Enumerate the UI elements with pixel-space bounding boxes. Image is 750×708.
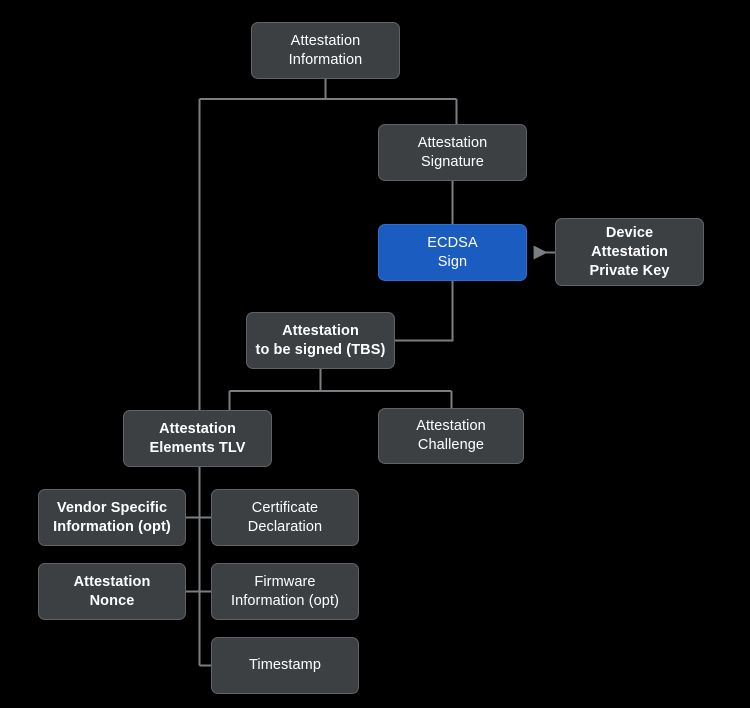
connector-ecdsa-to-tbs [395, 281, 454, 342]
node-attestation-to-be-signed-tbs[interactable]: Attestation to be signed (TBS) [246, 312, 395, 369]
node-attestation-signature[interactable]: Attestation Signature [378, 124, 527, 181]
node-label-attestation-to-be-signed-tbs: Attestation to be signed (TBS) [255, 322, 386, 358]
node-label-firmware-information: Firmware Information (opt) [230, 573, 340, 609]
node-label-attestation-signature: Attestation Signature [417, 134, 488, 170]
node-label-certificate-declaration: Certificate Declaration [247, 499, 323, 535]
node-attestation-nonce[interactable]: Attestation Nonce [38, 563, 186, 620]
node-label-timestamp: Timestamp [248, 657, 322, 673]
node-label-attestation-information: Attestation Information [288, 32, 363, 68]
node-label-device-attestation-private-key: Device Attestation Private Key [589, 224, 670, 279]
node-timestamp[interactable]: Timestamp [211, 637, 359, 694]
node-attestation-information[interactable]: Attestation Information [251, 22, 400, 79]
node-firmware-information[interactable]: Firmware Information (opt) [211, 563, 359, 620]
node-label-ecdsa-sign: ECDSA Sign [427, 234, 478, 270]
node-device-attestation-private-key[interactable]: Device Attestation Private Key [555, 218, 704, 286]
node-attestation-elements-tlv[interactable]: Attestation Elements TLV [123, 410, 272, 467]
node-vendor-specific-information[interactable]: Vendor Specific Information (opt) [38, 489, 186, 546]
node-label-vendor-specific-information: Vendor Specific Information (opt) [53, 499, 171, 535]
node-label-attestation-challenge: Attestation Challenge [416, 418, 486, 453]
node-label-attestation-elements-tlv: Attestation Elements TLV [149, 420, 246, 456]
node-attestation-challenge[interactable]: Attestation Challenge [378, 408, 524, 464]
node-certificate-declaration[interactable]: Certificate Declaration [211, 489, 359, 546]
node-ecdsa-sign[interactable]: ECDSA Sign [378, 224, 527, 281]
node-label-attestation-nonce: Attestation Nonce [73, 573, 151, 609]
